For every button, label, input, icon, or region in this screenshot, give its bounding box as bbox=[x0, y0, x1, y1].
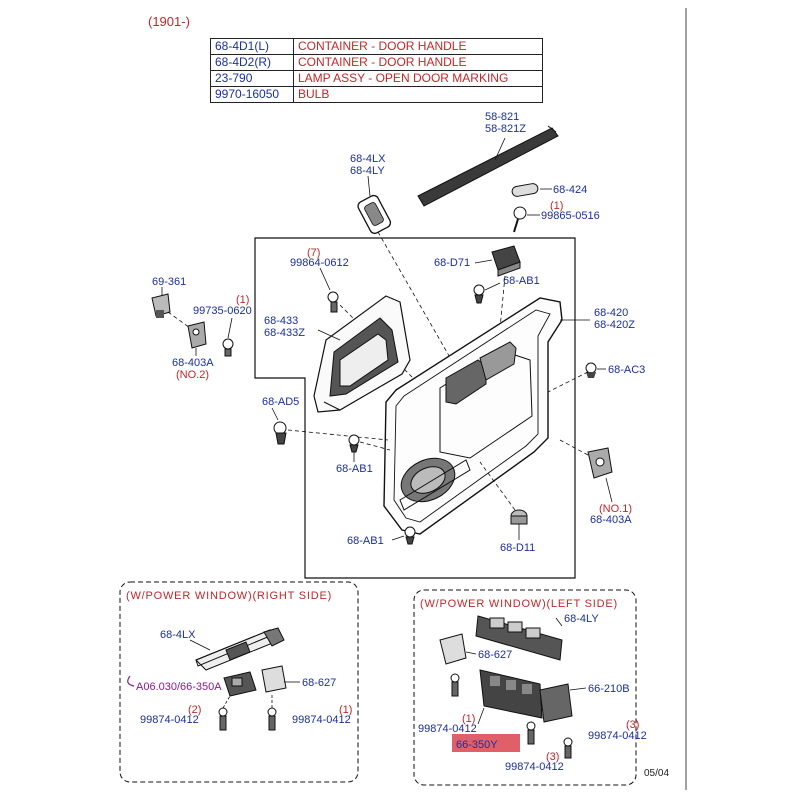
cap-part[interactable] bbox=[510, 509, 528, 525]
legend-code: 68-4D2(R) bbox=[210, 54, 294, 71]
callout[interactable]: 68-403A bbox=[590, 514, 632, 526]
striker-part[interactable] bbox=[187, 321, 207, 349]
master-switch-unit[interactable] bbox=[479, 669, 543, 719]
bracket-part[interactable] bbox=[151, 293, 171, 318]
highlight-box bbox=[452, 734, 520, 752]
callout[interactable]: 68-420 bbox=[594, 307, 628, 319]
inner-handle-part[interactable] bbox=[313, 295, 411, 413]
callout[interactable]: 68-AB1 bbox=[347, 535, 384, 547]
screw-part[interactable] bbox=[218, 707, 228, 731]
callout[interactable]: 66-350Y bbox=[456, 739, 498, 751]
quantity-label: (3) bbox=[626, 719, 639, 731]
clip-part[interactable] bbox=[473, 284, 485, 304]
legend-row[interactable]: 23-790 LAMP ASSY - OPEN DOOR MARKING bbox=[210, 70, 543, 87]
switch-bezel-part[interactable] bbox=[491, 245, 521, 277]
callout[interactable]: 68-627 bbox=[478, 649, 512, 661]
weatherstrip-part[interactable] bbox=[417, 125, 559, 207]
quantity-label: (1) bbox=[550, 200, 563, 212]
callout[interactable]: 68-AB1 bbox=[336, 463, 373, 475]
screw-part[interactable] bbox=[513, 206, 527, 233]
quantity-label: (2) bbox=[188, 704, 201, 716]
quantity-label: (3) bbox=[546, 751, 559, 763]
clip-part[interactable] bbox=[348, 434, 360, 453]
callout[interactable]: 99874-0412 bbox=[292, 714, 351, 726]
clip-part[interactable] bbox=[404, 526, 416, 545]
assembly-frame bbox=[254, 237, 576, 579]
door-trim-panel[interactable] bbox=[383, 297, 563, 535]
callout[interactable]: 68-AB1 bbox=[503, 275, 540, 287]
striker-part[interactable] bbox=[587, 447, 613, 479]
screw-part[interactable] bbox=[526, 721, 536, 745]
screw-part[interactable] bbox=[327, 291, 339, 313]
parts-legend-table: 68-4D1(L) CONTAINER - DOOR HANDLE 68-4D2… bbox=[210, 38, 543, 103]
quantity-label: (7) bbox=[307, 247, 320, 259]
callout[interactable]: 68-D11 bbox=[500, 542, 535, 554]
page-date: 05/04 bbox=[644, 768, 669, 779]
screw-part[interactable] bbox=[267, 707, 277, 731]
left-switch-bracket[interactable] bbox=[439, 633, 467, 665]
legend-row[interactable]: 9970-16050 BULB bbox=[210, 86, 543, 103]
callout[interactable]: 68-4LX bbox=[160, 629, 196, 641]
reference-link[interactable]: A06.030/66-350A bbox=[136, 681, 222, 693]
switch-holder[interactable] bbox=[539, 683, 573, 723]
screw-part[interactable] bbox=[450, 673, 460, 697]
position-note: (NO.2) bbox=[176, 369, 209, 381]
callout[interactable]: 66-210B bbox=[588, 683, 630, 695]
legend-desc: BULB bbox=[293, 86, 543, 103]
callout[interactable]: 68-424 bbox=[553, 184, 587, 196]
callout[interactable]: 99874-0412 bbox=[140, 714, 199, 726]
position-note: (NO.1) bbox=[599, 503, 632, 515]
callout[interactable]: 99874-0412 bbox=[418, 723, 477, 735]
callout[interactable]: 99865-0516 bbox=[541, 210, 600, 222]
bolt-part[interactable] bbox=[222, 338, 234, 357]
quantity-label: (1) bbox=[236, 294, 249, 306]
callout[interactable]: 68-433 bbox=[264, 315, 298, 327]
right-switch-unit[interactable] bbox=[223, 671, 257, 697]
legend-row[interactable]: 68-4D1(L) CONTAINER - DOOR HANDLE bbox=[210, 38, 543, 55]
section-title: (W/POWER WINDOW)(LEFT SIDE) bbox=[420, 598, 618, 610]
callout[interactable]: 99874-0412 bbox=[588, 730, 647, 742]
quantity-label: (1) bbox=[339, 704, 352, 716]
callout[interactable]: 68-4LX bbox=[350, 153, 386, 165]
callout[interactable]: 68-AC3 bbox=[608, 364, 645, 376]
right-switch-bracket[interactable] bbox=[261, 665, 287, 693]
callout[interactable]: 68-D71 bbox=[434, 257, 470, 269]
date-range-header: (1901-) bbox=[148, 14, 190, 29]
callout[interactable]: 69-361 bbox=[152, 276, 186, 288]
callout[interactable]: 58-821Z bbox=[485, 123, 526, 135]
callout[interactable]: 68-433Z bbox=[264, 327, 305, 339]
callout[interactable]: 68-AD5 bbox=[262, 396, 299, 408]
right-side-box bbox=[119, 581, 359, 783]
quantity-label: (1) bbox=[462, 713, 475, 725]
callout[interactable]: 58-821 bbox=[485, 111, 519, 123]
section-title: (W/POWER WINDOW)(RIGHT SIDE) bbox=[126, 590, 332, 602]
callout[interactable]: 99874-0412 bbox=[505, 761, 564, 773]
legend-desc: LAMP ASSY - OPEN DOOR MARKING bbox=[293, 70, 543, 87]
legend-desc: CONTAINER - DOOR HANDLE bbox=[293, 38, 543, 55]
callout[interactable]: 68-403A bbox=[172, 357, 214, 369]
cover-part[interactable] bbox=[511, 183, 539, 197]
fastener-part[interactable] bbox=[273, 421, 287, 445]
screw-part[interactable] bbox=[563, 737, 573, 759]
left-side-box bbox=[413, 589, 637, 786]
right-switch-bezel[interactable] bbox=[195, 627, 285, 671]
callout[interactable]: 68-420Z bbox=[594, 319, 635, 331]
fastener-part[interactable] bbox=[585, 362, 597, 378]
callout[interactable]: 68-4LY bbox=[564, 613, 599, 625]
callout[interactable]: 68-627 bbox=[302, 677, 336, 689]
left-switch-bezel[interactable] bbox=[475, 615, 563, 661]
callout[interactable]: 99864-0612 bbox=[290, 257, 349, 269]
handle-bezel-part[interactable] bbox=[356, 194, 392, 235]
callout[interactable]: 99735-0620 bbox=[193, 305, 252, 317]
callout[interactable]: 68-4LY bbox=[350, 165, 385, 177]
